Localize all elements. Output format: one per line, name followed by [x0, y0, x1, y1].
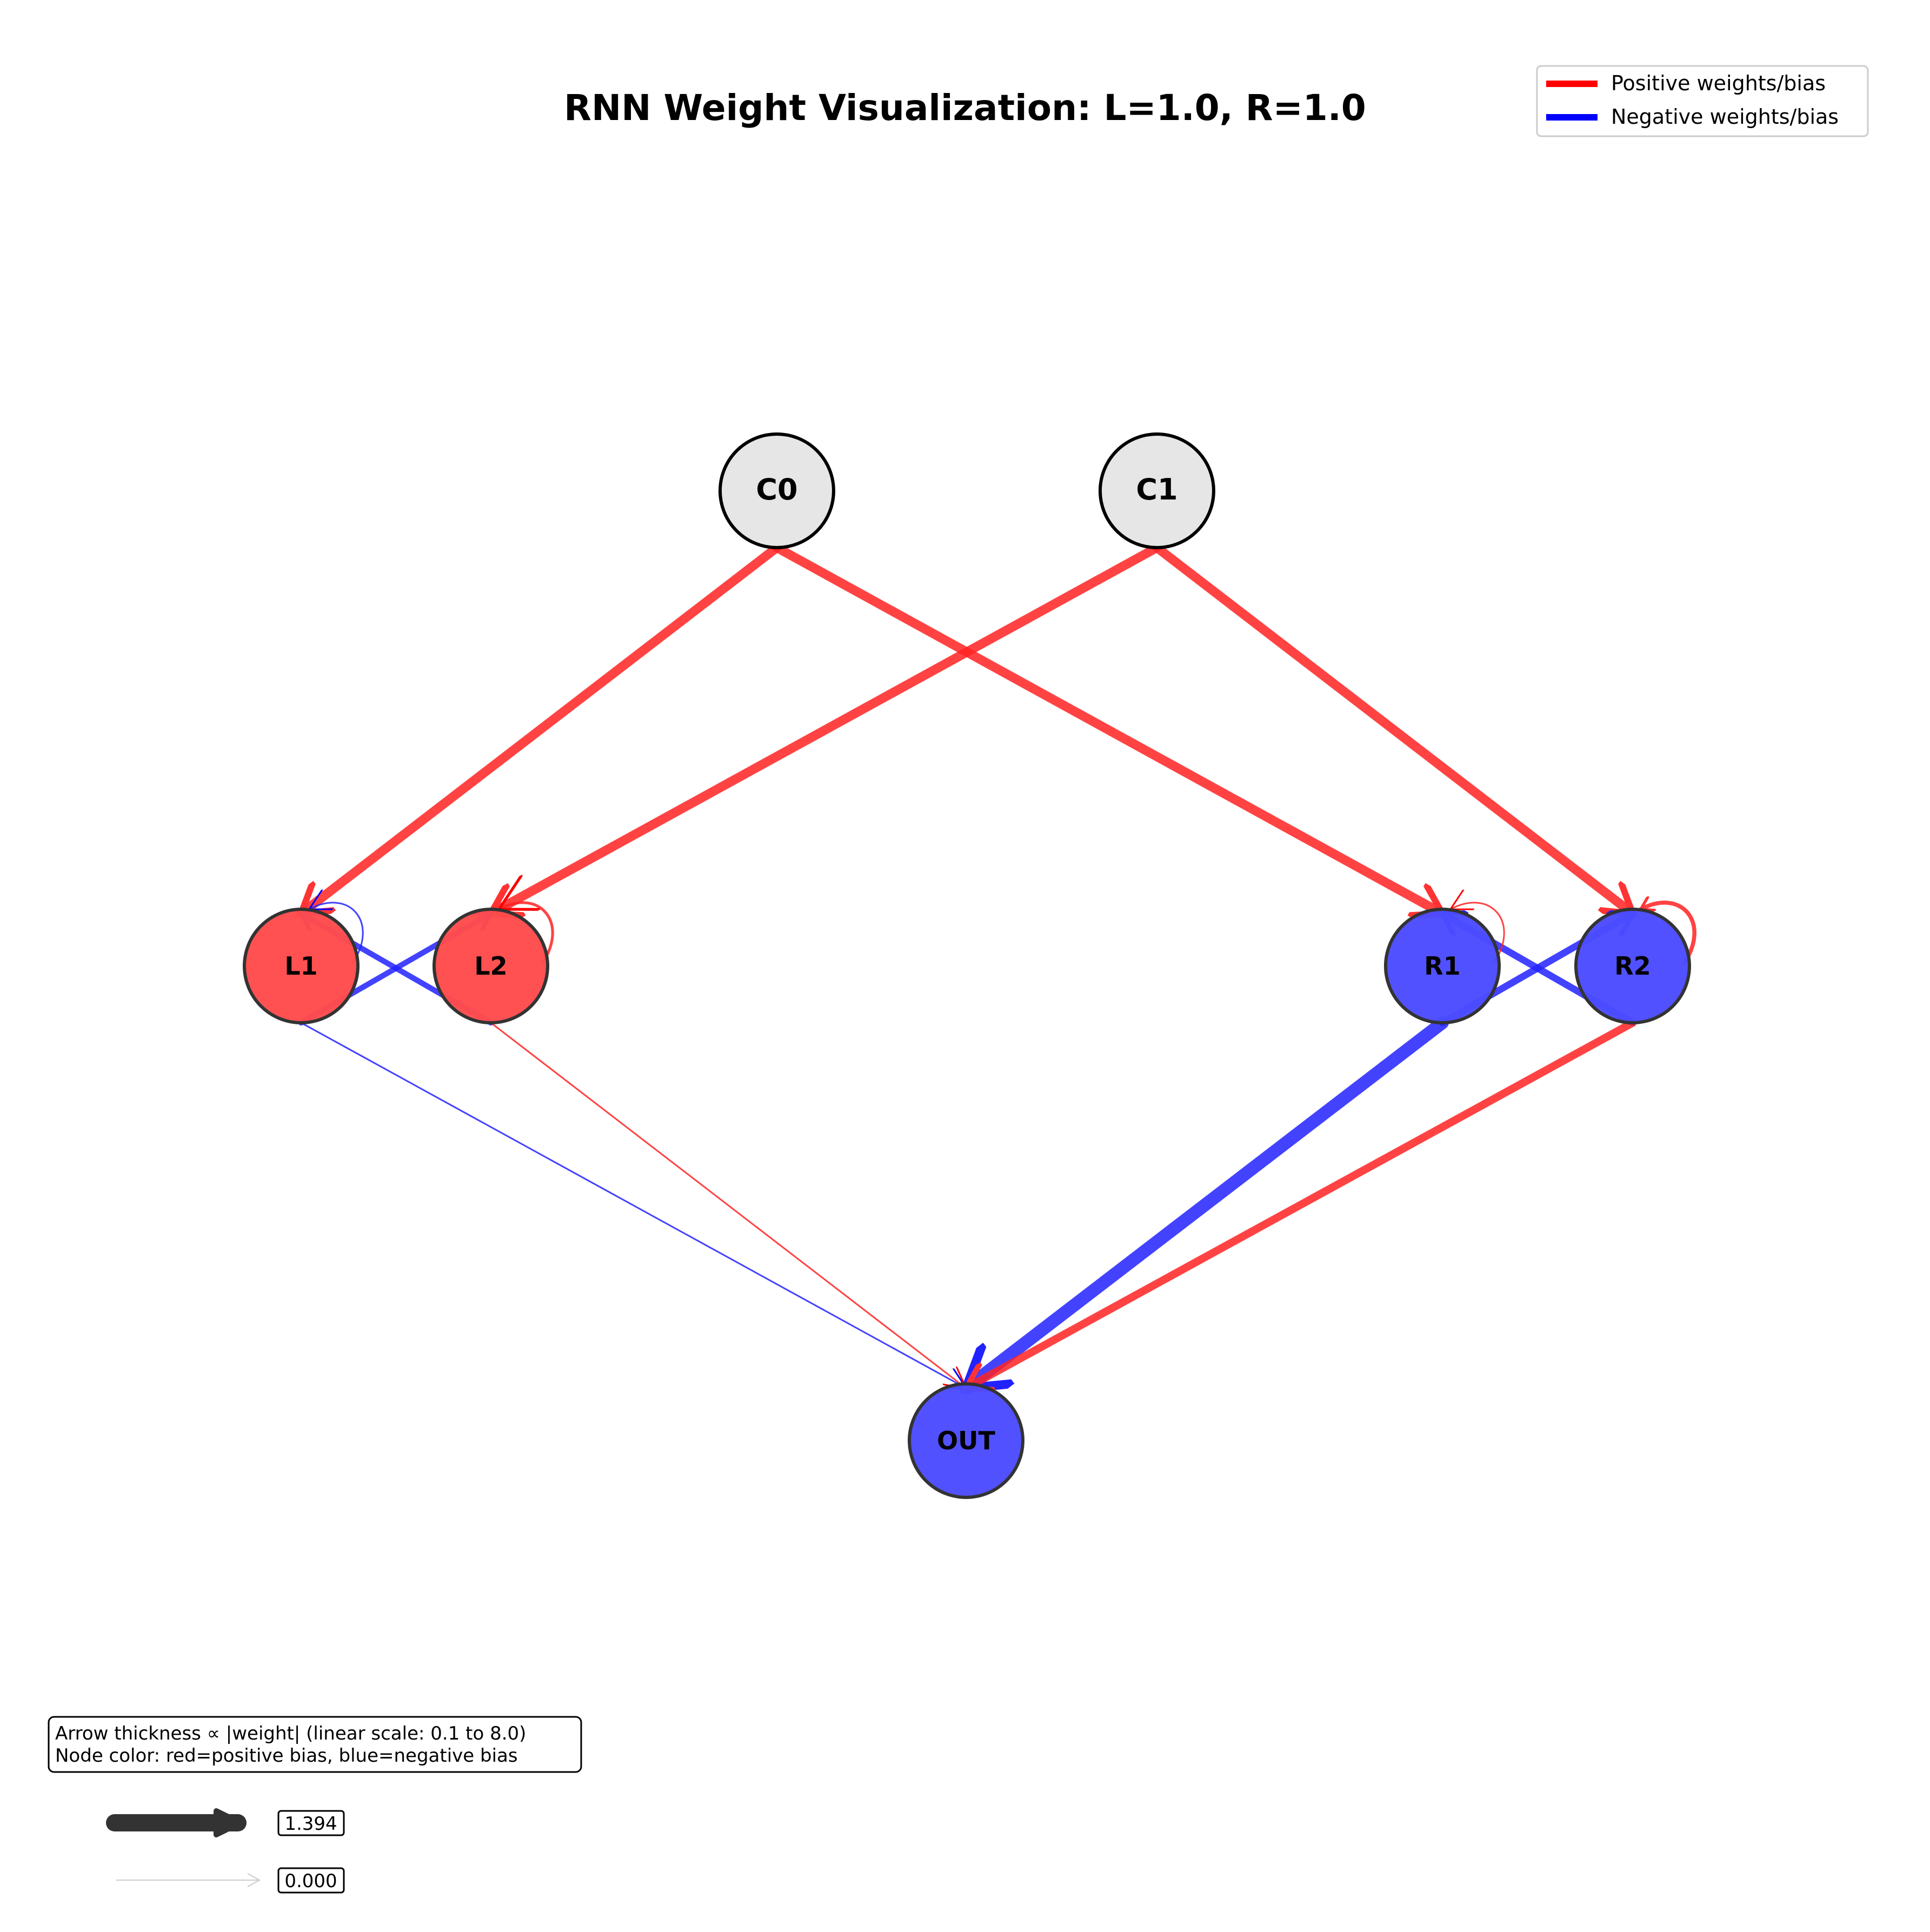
edge-r1-to-out	[966, 1016, 1449, 1395]
edge-c0-to-l1	[301, 543, 782, 918]
node-l1-circle	[243, 908, 360, 1024]
scale-legend: 1.394 0.000	[106, 1808, 345, 1894]
legend-box	[1536, 65, 1869, 137]
legend-positive-label: Positive weights/bias	[1611, 71, 1826, 95]
scale-min-label: 0.000	[284, 1870, 337, 1892]
legend: Positive weights/bias Negative weights/b…	[1536, 65, 1869, 137]
node-out: OUT	[908, 1382, 1024, 1499]
node-r2-circle	[1574, 908, 1691, 1024]
legend-negative-label: Negative weights/bias	[1611, 105, 1839, 129]
scale-max-label: 1.394	[284, 1813, 337, 1835]
node-c0-circle	[718, 432, 835, 549]
node-l2-label: L2	[474, 951, 507, 981]
node-out-label: OUT	[937, 1426, 995, 1455]
node-c1: C1	[1099, 432, 1215, 549]
scale-max-arrowhead	[214, 1808, 243, 1837]
edge-r2-to-out	[966, 1018, 1637, 1388]
scale-max-box	[277, 1810, 345, 1836]
edge-l1-to-out	[300, 1022, 966, 1388]
node-c0: C0	[718, 432, 835, 549]
node-l1: L1	[243, 908, 360, 1024]
self-loop-r2	[1641, 903, 1696, 965]
scale-min-arrowhead	[247, 1873, 261, 1887]
node-r1: R1	[1384, 908, 1501, 1024]
scale-min-box	[277, 1867, 345, 1894]
node-c0-label: C0	[756, 472, 797, 507]
info-box-line2: Node color: red=positive bias, blue=nega…	[55, 1745, 518, 1767]
self-loop-l1	[309, 903, 364, 964]
edge-c1-to-r2	[1152, 543, 1633, 918]
node-r1-label: R1	[1424, 951, 1460, 981]
info-box: Arrow thickness ∝ |weight| (linear scale…	[48, 1716, 582, 1773]
diagram-title: RNN Weight Visualization: L=1.0, R=1.0	[564, 87, 1366, 129]
node-c1-circle	[1099, 432, 1215, 549]
edge-l2-to-out	[490, 1022, 966, 1388]
node-l2-circle	[432, 908, 549, 1024]
node-r1-circle	[1384, 908, 1501, 1024]
node-c1-label: C1	[1136, 472, 1177, 507]
edge-c1-to-l2	[491, 543, 1162, 914]
node-r2: R2	[1574, 908, 1691, 1024]
node-r2-label: R2	[1614, 951, 1651, 981]
info-box-frame	[48, 1716, 582, 1773]
node-l2: L2	[432, 908, 549, 1024]
self-loop-r1	[1450, 903, 1505, 964]
node-l1-label: L1	[284, 951, 317, 981]
edge-c0-to-r1	[772, 543, 1442, 914]
self-loop-l2	[499, 903, 554, 965]
info-box-line1: Arrow thickness ∝ |weight| (linear scale…	[55, 1723, 526, 1744]
node-out-circle	[908, 1382, 1024, 1499]
